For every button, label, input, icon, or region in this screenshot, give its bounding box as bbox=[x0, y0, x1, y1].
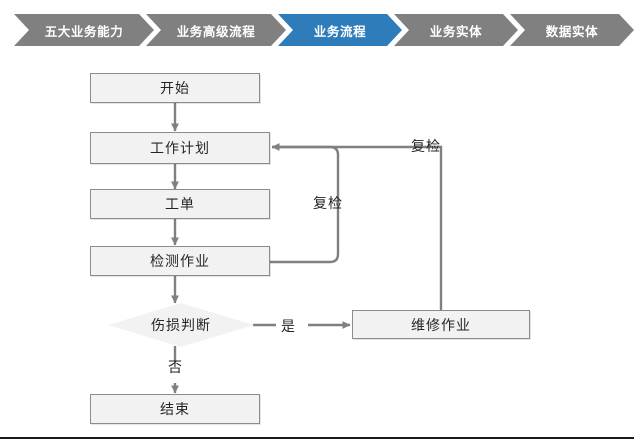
node-workorder-label: 工单 bbox=[165, 196, 195, 212]
breadcrumb-item-4[interactable]: 业务实体 bbox=[394, 14, 518, 46]
edge-label-yes: 是 bbox=[281, 318, 296, 334]
edge-label-recheck-inner: 复检 bbox=[313, 195, 343, 211]
breadcrumb-item-1-label: 五大业务能力 bbox=[44, 24, 124, 39]
breadcrumb: 五大业务能力 业务高级流程 业务流程 业务实体 数据实体 bbox=[14, 14, 620, 46]
breadcrumb-item-3-active[interactable]: 业务流程 bbox=[278, 14, 402, 46]
node-end-label: 结束 bbox=[160, 401, 190, 417]
breadcrumb-item-4-label: 业务实体 bbox=[429, 24, 483, 39]
node-decision[interactable]: 伤损判断 bbox=[108, 303, 254, 347]
node-start[interactable]: 开始 bbox=[90, 73, 260, 103]
node-workorder[interactable]: 工单 bbox=[90, 189, 270, 219]
breadcrumb-item-2-label: 业务高级流程 bbox=[176, 24, 256, 39]
breadcrumb-item-5-label: 数据实体 bbox=[545, 24, 599, 39]
node-repair[interactable]: 维修作业 bbox=[352, 310, 530, 339]
node-workplan[interactable]: 工作计划 bbox=[90, 132, 270, 164]
node-workplan-label: 工作计划 bbox=[150, 140, 210, 156]
node-inspection-label: 检测作业 bbox=[150, 253, 210, 269]
breadcrumb-item-3-label: 业务流程 bbox=[313, 24, 367, 39]
node-end[interactable]: 结束 bbox=[90, 394, 260, 424]
edge-recheck-outer bbox=[272, 145, 443, 310]
breadcrumb-item-1[interactable]: 五大业务能力 bbox=[14, 14, 154, 46]
breadcrumb-item-5[interactable]: 数据实体 bbox=[510, 14, 634, 46]
edge-label-recheck-outer: 复检 bbox=[411, 138, 441, 154]
node-repair-label: 维修作业 bbox=[411, 316, 471, 333]
edge-label-no: 否 bbox=[168, 359, 183, 375]
node-start-label: 开始 bbox=[160, 80, 190, 96]
breadcrumb-item-2[interactable]: 业务高级流程 bbox=[146, 14, 286, 46]
node-inspection[interactable]: 检测作业 bbox=[90, 246, 270, 276]
node-decision-label: 伤损判断 bbox=[151, 317, 211, 333]
